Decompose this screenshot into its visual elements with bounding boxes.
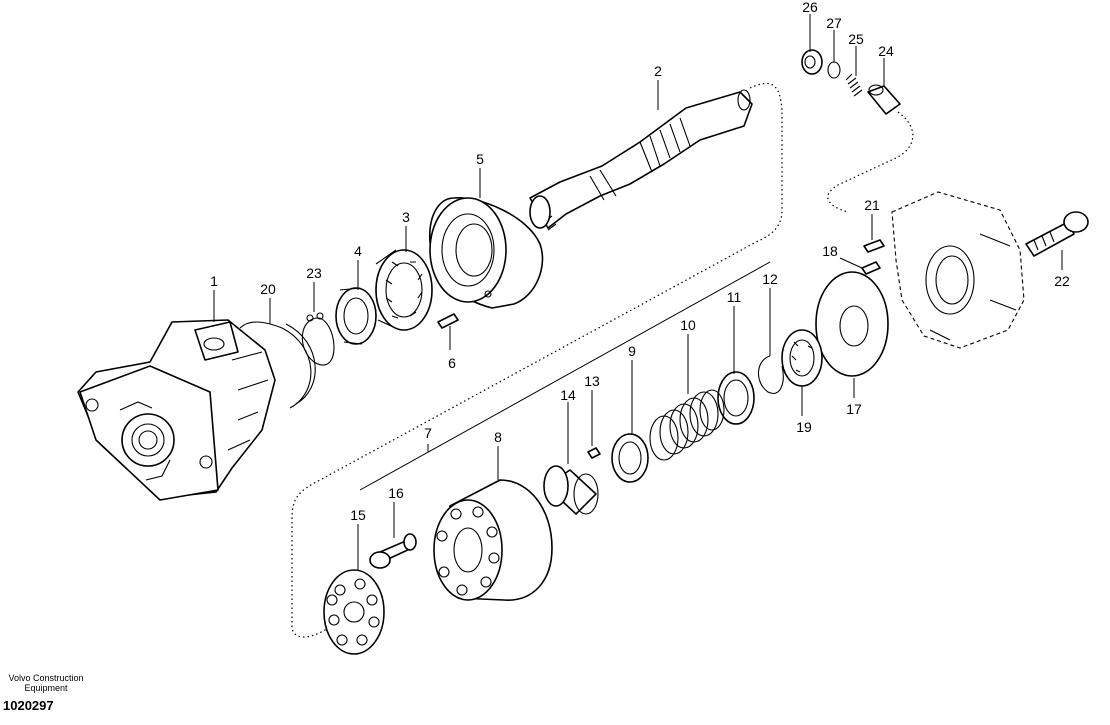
part-6-pin (437, 313, 459, 329)
label-17: 17 (846, 401, 862, 417)
footer: Volvo Construction Equipment 1020297 (3, 673, 89, 713)
label-3: 3 (402, 209, 410, 225)
part-22-bolt (1025, 211, 1089, 257)
part-23-circlip (301, 312, 335, 366)
label-13: 13 (584, 373, 600, 389)
label-25: 25 (848, 31, 864, 47)
part-13-pin (587, 447, 601, 459)
part-8-cylinder-block (433, 479, 553, 601)
label-18: 18 (822, 243, 838, 259)
label-14: 14 (560, 387, 576, 403)
label-2: 2 (654, 63, 662, 79)
label-9: 9 (628, 343, 636, 359)
label-1: 1 (210, 273, 218, 289)
part-15-retainer-plate (323, 569, 385, 655)
part-27-o-ring (827, 61, 841, 79)
label-4: 4 (354, 243, 362, 259)
label-5: 5 (476, 151, 484, 167)
label-15: 15 (350, 507, 366, 523)
label-11: 11 (727, 289, 742, 305)
part-19-bearing (781, 329, 823, 387)
part-10-spring (649, 389, 725, 461)
part-26-plug (801, 49, 823, 75)
part-2-shaft (529, 89, 753, 231)
label-26: 26 (802, 0, 818, 15)
label-22: 22 (1054, 273, 1070, 289)
rear-cover (891, 191, 1025, 349)
part-9-washer (611, 433, 649, 483)
part-3-roller-bearing (375, 249, 433, 331)
part-18-pin (861, 261, 881, 275)
label-21: 21 (864, 197, 880, 213)
label-16: 16 (388, 485, 404, 501)
part-17-valve-plate (815, 271, 889, 377)
label-12: 12 (762, 271, 778, 287)
label-10: 10 (680, 317, 696, 333)
part-1-motor-housing (77, 319, 276, 501)
drawing-number: 1020297 (3, 698, 54, 713)
part-16-ball-guide (369, 533, 417, 569)
part-21-pin (863, 239, 885, 253)
dotted-connector-shaft (291, 82, 783, 638)
part-4-bearing (335, 287, 377, 345)
part-5-flange (429, 197, 544, 309)
label-6: 6 (448, 355, 456, 371)
part-14-sleeve (543, 465, 599, 515)
part-12-circlip (757, 355, 784, 394)
company-name-line1: Volvo Construction (8, 673, 84, 683)
label-19: 19 (796, 419, 812, 435)
part-labels: 1 20 23 4 3 5 2 6 26 27 25 24 21 18 22 1… (210, 0, 1070, 523)
part-25-spring (845, 73, 863, 97)
label-20: 20 (260, 281, 276, 297)
label-24: 24 (878, 43, 894, 59)
leader-lines (213, 14, 1063, 570)
part-20-snap-ring (239, 321, 316, 409)
label-23: 23 (306, 265, 322, 281)
label-8: 8 (494, 429, 502, 445)
company-name-line2: Equipment (24, 683, 68, 693)
label-27: 27 (826, 15, 842, 31)
part-24-poppet (867, 84, 901, 115)
part-11-washer (717, 371, 755, 425)
label-7: 7 (424, 425, 432, 441)
